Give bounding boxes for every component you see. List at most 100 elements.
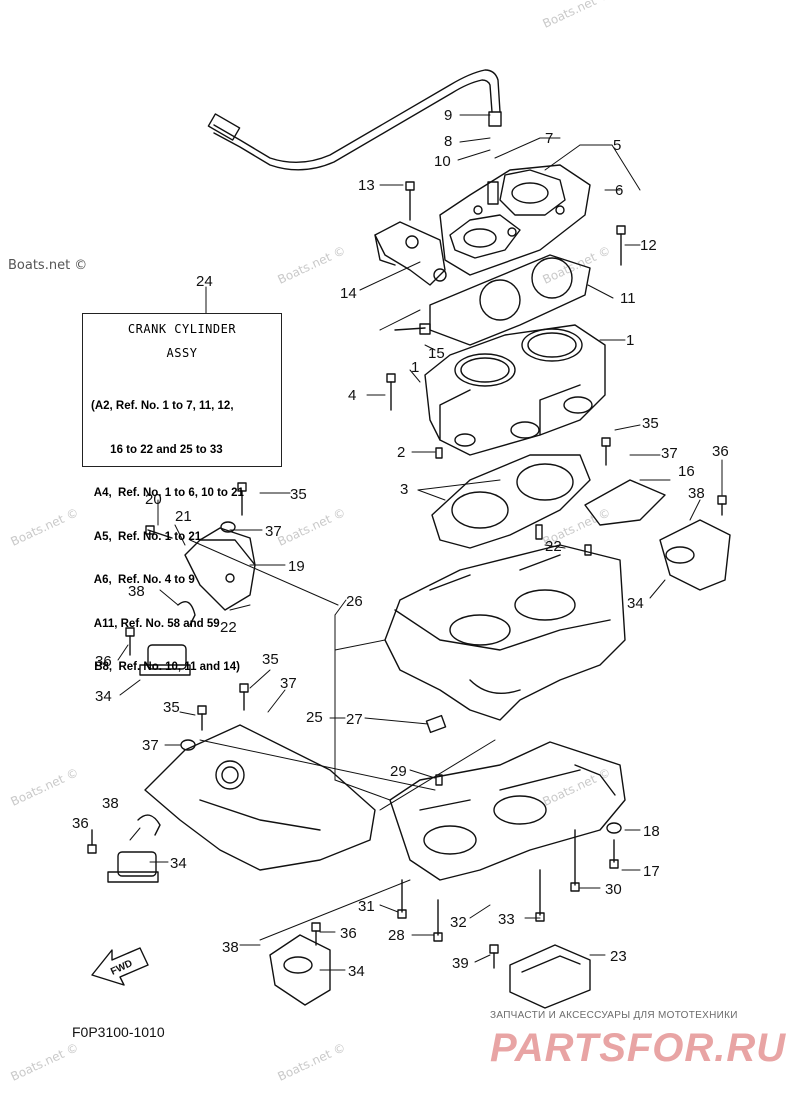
callout-19: 19 [288, 558, 305, 575]
callout-20: 20 [145, 491, 162, 508]
head-gasket-part [429, 254, 591, 346]
brand-logo: PARTSFOR.RU [490, 1026, 787, 1070]
callout-33: 33 [498, 911, 515, 928]
callout-4: 4 [348, 387, 356, 404]
brand-subtitle: ЗАПЧАСТИ И АКСЕССУАРЫ ДЛЯ МОТОТЕХНИКИ [490, 1010, 738, 1021]
callout-8: 8 [444, 133, 452, 150]
callout-37: 37 [661, 445, 678, 462]
callout-37: 37 [142, 737, 159, 754]
assembly-ref-line: A11, Ref. No. 58 and 59 [91, 617, 220, 630]
callout-38: 38 [222, 939, 239, 956]
clip-part [177, 601, 196, 626]
callout-labels: 9 8 10 7 5 6 13 12 14 11 15 1 1 4 2 3 35… [72, 107, 729, 980]
assembly-ref-line: A4, Ref. No. 1 to 6, 10 to 21 [91, 487, 244, 499]
callout-38: 38 [128, 583, 145, 600]
callout-12: 12 [640, 237, 657, 254]
bolt-part [535, 869, 545, 922]
callout-6: 6 [615, 182, 623, 199]
fwd-arrow-icon [91, 947, 149, 986]
callout-18: 18 [643, 823, 660, 840]
callout-38: 38 [102, 795, 119, 812]
assembly-ref-line: B8, Ref. No. 10, 11 and 14) [91, 661, 240, 673]
bolt-part [489, 944, 499, 969]
assembly-ref-line: 16 to 22 and 25 to 33 [91, 443, 223, 456]
callout-13: 13 [358, 177, 375, 194]
callout-27: 27 [346, 711, 363, 728]
reed-valve-part [584, 479, 666, 526]
callout-37: 37 [265, 523, 282, 540]
callout-30: 30 [605, 881, 622, 898]
callout-36: 36 [340, 925, 357, 942]
bolt-part [239, 683, 249, 711]
cylinder-head-part [439, 164, 591, 276]
bolt-part [394, 323, 431, 335]
callout-29: 29 [390, 763, 407, 780]
callout-39: 39 [452, 955, 469, 972]
intake-manifold-part [659, 519, 731, 591]
callout-35: 35 [642, 415, 659, 432]
callout-35: 35 [163, 699, 180, 716]
fwd-label: FWD [109, 958, 134, 978]
assembly-ref-line: (A2, Ref. No. 1 to 7, 11, 12, [91, 400, 234, 412]
upper-crankcase-part [384, 544, 626, 721]
assembly-subtitle: ASSY [166, 346, 198, 360]
callout-23: 23 [610, 948, 627, 965]
output-housing-part [144, 724, 376, 871]
callout-21: 21 [175, 508, 192, 525]
callout-37: 37 [280, 675, 297, 692]
bolt-part [570, 829, 580, 892]
bolt-part [601, 437, 611, 466]
callout-15: 15 [428, 345, 445, 362]
bolt-part [197, 705, 207, 731]
callout-36: 36 [72, 815, 89, 832]
callout-22: 22 [220, 619, 237, 636]
dowel-pin-part [435, 447, 443, 459]
callout-11: 11 [620, 290, 636, 307]
bolt-part [405, 181, 415, 221]
bolt-part [87, 829, 97, 854]
callout-34: 34 [95, 688, 112, 705]
bolt-part [397, 879, 407, 919]
dowel-pin-part [584, 544, 592, 556]
callout-34: 34 [627, 595, 644, 612]
callout-36: 36 [95, 653, 112, 670]
callout-34: 34 [170, 855, 187, 872]
cover-plate-part [509, 944, 591, 1009]
figure-code: F0P3100-1010 [72, 1024, 165, 1040]
callout-14: 14 [340, 285, 357, 302]
bolt-part [386, 373, 396, 411]
callout-1: 1 [626, 332, 634, 349]
callout-2: 2 [397, 444, 405, 461]
washer-part [220, 521, 236, 533]
base-gasket-part [431, 454, 591, 549]
callout-10: 10 [434, 153, 451, 170]
bolt-part [125, 627, 135, 656]
cylinder-block-part [424, 324, 606, 456]
callout-5: 5 [613, 137, 621, 154]
callout-34: 34 [348, 963, 365, 980]
bolt-part [145, 525, 173, 539]
intake-manifold-part [269, 934, 331, 1006]
callout-22: 22 [545, 538, 562, 555]
bolt-part [717, 495, 727, 516]
bracket-part [374, 221, 447, 286]
assembly-info-box: CRANK CYLINDER ASSY (A2, Ref. No. 1 to 7… [82, 313, 282, 673]
callout-9: 9 [444, 107, 452, 124]
bolt-part [616, 225, 626, 266]
bolt-part [311, 922, 321, 946]
water-hose-part [207, 69, 502, 171]
bolt-part [237, 482, 247, 516]
callout-28: 28 [388, 927, 405, 944]
engine-mount-part [139, 644, 191, 676]
washer-part [180, 739, 196, 751]
assembly-ref-line: A5, Ref. No. 1 to 21 [91, 530, 202, 543]
assembly-ref-lines: (A2, Ref. No. 1 to 7, 11, 12, 16 to 22 a… [91, 370, 244, 704]
clip-part [137, 814, 161, 836]
leader-lines [117, 114, 723, 971]
callout-26: 26 [346, 593, 363, 610]
dowel-pin-part [435, 774, 443, 786]
washer-part [606, 822, 622, 834]
dowel-pin-part [535, 524, 543, 540]
lower-crankcase-part [389, 741, 626, 881]
